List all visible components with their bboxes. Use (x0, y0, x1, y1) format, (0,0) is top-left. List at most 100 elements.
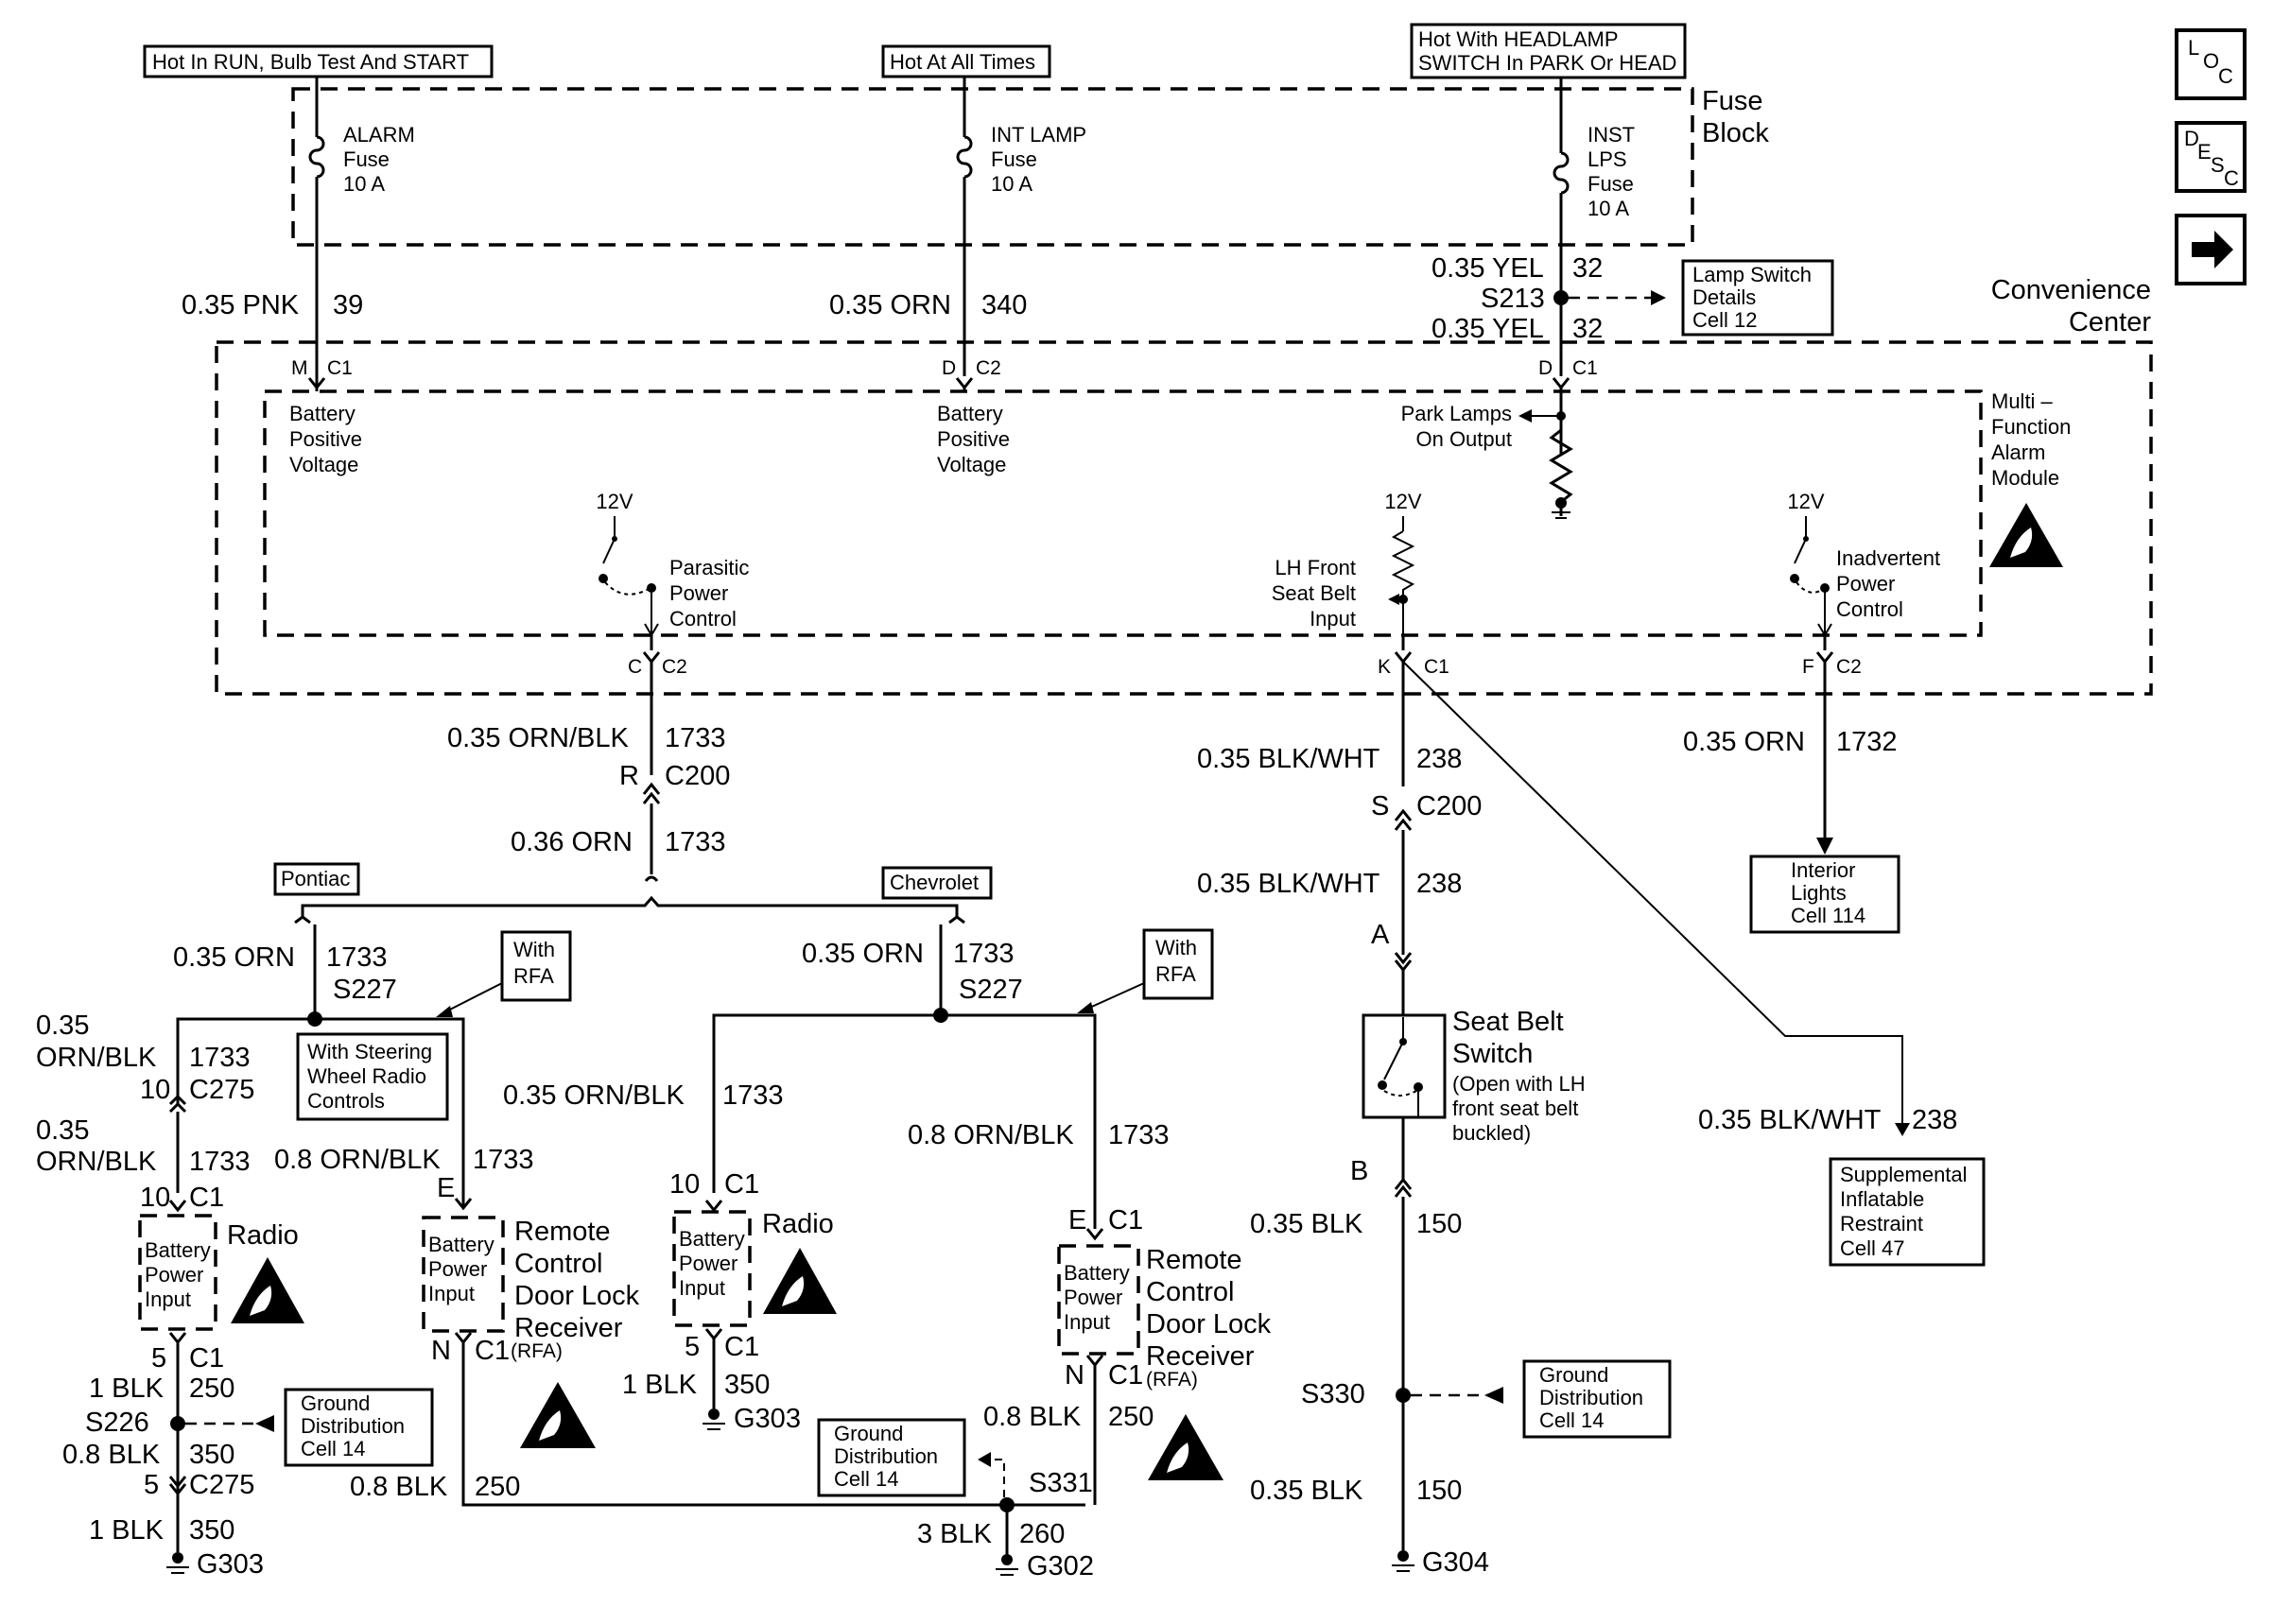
svg-text:Ground: Ground (301, 1391, 370, 1415)
connector-c-c2: C C2 (628, 635, 687, 678)
pontiac-remote-control-door-lock-receiver: Battery Power Input Remote Control Door … (422, 1216, 640, 1448)
svg-text:12V: 12V (1787, 490, 1824, 513)
svg-text:0.35 ORN/BLK: 0.35 ORN/BLK (447, 723, 629, 753)
svg-text:0.35 BLK/WHT: 0.35 BLK/WHT (1698, 1105, 1882, 1135)
svg-text:Interior: Interior (1791, 858, 1855, 882)
svg-text:Input: Input (428, 1282, 475, 1305)
svg-text:1733: 1733 (189, 1043, 251, 1073)
svg-text:With: With (513, 938, 555, 961)
svg-text:Door Lock: Door Lock (514, 1281, 640, 1311)
power-label-run: Hot In RUN, Bulb Test And START (143, 44, 494, 78)
svg-text:0.35 ORN/BLK: 0.35 ORN/BLK (503, 1080, 685, 1111)
svg-text:0.35: 0.35 (36, 1115, 89, 1146)
svg-text:(RFA): (RFA) (1146, 1369, 1198, 1391)
svg-text:front seat belt: front seat belt (1452, 1097, 1578, 1120)
convenience-center-title: Convenience (1991, 275, 2151, 305)
svg-text:10: 10 (669, 1169, 700, 1200)
svg-text:Battery: Battery (428, 1233, 495, 1256)
connector-5-c1-pontiac: 5 C1 (151, 1332, 224, 1373)
connector-5-c1-chevrolet: 5 C1 (685, 1328, 759, 1362)
svg-text:Receiver: Receiver (1146, 1341, 1255, 1372)
svg-text:Distribution: Distribution (1539, 1386, 1643, 1409)
svg-text:RFA: RFA (513, 964, 554, 988)
convenience-center-outline (215, 340, 2153, 696)
svg-text:1733: 1733 (326, 942, 388, 973)
svg-text:1733: 1733 (665, 827, 726, 857)
connector-5-c275: 5 C275 (144, 1470, 254, 1500)
loc-nav-button[interactable]: L O C (2175, 28, 2247, 100)
svg-text:Battery: Battery (145, 1238, 211, 1262)
svg-text:250: 250 (189, 1373, 234, 1404)
svg-text:Cell 14: Cell 14 (1539, 1408, 1604, 1432)
arrow-right-icon (2192, 231, 2233, 268)
power-label-headlamp: Hot With HEADLAMP SWITCH In PARK Or HEAD (1410, 23, 1687, 79)
svg-text:C1: C1 (724, 1169, 759, 1200)
svg-text:ORN/BLK: ORN/BLK (36, 1043, 157, 1073)
label-pontiac: Pontiac (273, 862, 360, 896)
svg-text:C1: C1 (189, 1183, 224, 1213)
svg-text:Restraint: Restraint (1840, 1212, 1923, 1235)
splice-s227-chevrolet: S227 (959, 975, 1023, 1005)
svg-text:350: 350 (724, 1370, 770, 1400)
svg-text:Parasitic: Parasitic (669, 556, 749, 579)
ref-ground-distribution-1[interactable]: Ground Distribution Cell 14 (284, 1388, 434, 1467)
next-arrow-button[interactable] (2175, 214, 2247, 285)
svg-text:10: 10 (140, 1075, 170, 1105)
svg-text:D: D (1538, 357, 1553, 379)
connector-e-c1-pontiac: E (437, 1173, 473, 1211)
splice-s213-dot (1553, 290, 1569, 305)
esd-icon (1989, 503, 2063, 567)
svg-text:1733: 1733 (722, 1080, 784, 1111)
label-chevrolet: Chevrolet (881, 866, 993, 900)
ground-g303-chevrolet: G303 (703, 1404, 801, 1434)
svg-text:10: 10 (140, 1183, 170, 1213)
svg-text:1733: 1733 (189, 1147, 251, 1177)
svg-text:Module: Module (1991, 466, 2059, 490)
svg-text:10 A: 10 A (343, 172, 385, 196)
ground-g303-pontiac: G303 (166, 1549, 264, 1580)
ref-ground-distribution-3[interactable]: Ground Distribution Cell 14 (1522, 1359, 1672, 1439)
svg-text:32: 32 (1572, 253, 1603, 284)
ref-lamp-switch[interactable]: Lamp Switch Details Cell 12 (1681, 259, 1834, 337)
desc-nav-button[interactable]: D E S C (2175, 121, 2247, 193)
svg-text:Chevrolet: Chevrolet (890, 871, 979, 894)
svg-text:G303: G303 (197, 1549, 264, 1580)
svg-text:Seat Belt: Seat Belt (1452, 1007, 1564, 1037)
svg-text:1733: 1733 (665, 723, 726, 753)
svg-text:E: E (437, 1173, 455, 1203)
svg-text:G302: G302 (1027, 1551, 1094, 1581)
svg-text:Voltage: Voltage (937, 453, 1006, 476)
svg-text:Ground: Ground (834, 1422, 903, 1445)
svg-text:ALARM: ALARM (343, 123, 415, 147)
svg-text:340: 340 (981, 290, 1027, 320)
svg-text:Hot At All Times: Hot At All Times (890, 50, 1035, 74)
svg-text:C2: C2 (976, 357, 1001, 379)
battery-positive-voltage-1: Battery Positive Voltage (289, 402, 362, 476)
svg-text:N: N (1065, 1360, 1084, 1391)
svg-text:Pontiac: Pontiac (281, 867, 350, 890)
fuse-inst-lps: INST LPS Fuse 10 A (1553, 78, 1635, 376)
with-rfa-chevrolet: With RFA (1077, 928, 1214, 1013)
svg-text:Battery: Battery (679, 1227, 745, 1251)
svg-text:Controls: Controls (307, 1089, 385, 1113)
ref-ground-distribution-2[interactable]: Ground Distribution Cell 14 (817, 1418, 966, 1497)
svg-text:Positive: Positive (289, 427, 362, 451)
svg-text:Remote: Remote (514, 1217, 611, 1247)
ref-supplemental-inflatable-restraint[interactable]: Supplemental Inflatable Restraint Cell 4… (1829, 1157, 1986, 1267)
connector-d-c1: D C1 (1538, 357, 1598, 454)
svg-text:350: 350 (189, 1515, 234, 1546)
fuse-alarm: ALARM Fuse 10 A (308, 77, 415, 376)
svg-text:(Open with LH: (Open with LH (1452, 1072, 1586, 1096)
ref-interior-lights[interactable]: Interior Lights Cell 114 (1749, 855, 1900, 934)
svg-text:C275: C275 (189, 1470, 254, 1500)
svg-text:Fuse: Fuse (991, 147, 1037, 171)
svg-text:Input: Input (145, 1287, 191, 1311)
connector-a: A (1371, 920, 1413, 973)
svg-text:12V: 12V (1384, 490, 1421, 513)
svg-text:Control: Control (1146, 1277, 1235, 1307)
svg-text:LH Front: LH Front (1275, 556, 1356, 579)
svg-text:Details: Details (1692, 285, 1756, 309)
svg-text:E: E (2197, 140, 2212, 164)
svg-text:0.35: 0.35 (36, 1011, 89, 1041)
svg-text:Input: Input (1064, 1310, 1110, 1334)
